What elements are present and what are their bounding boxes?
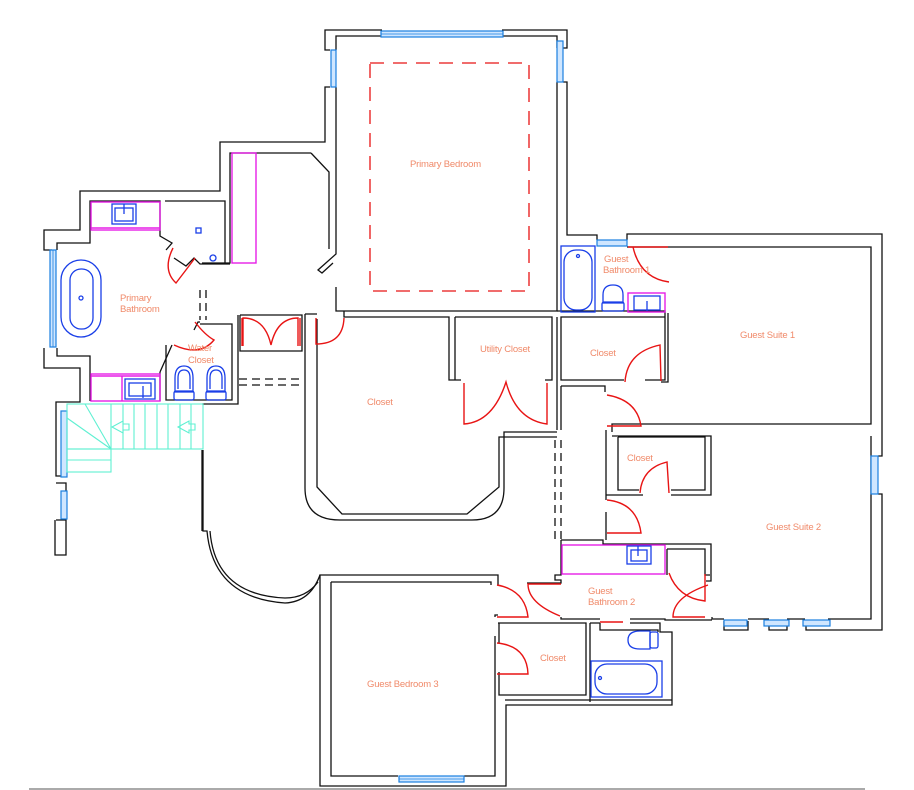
wall-guest-suite1-outer (626, 233, 883, 430)
stair-outline (66, 403, 204, 450)
label-guest-suite-1: Guest Suite 1 (740, 330, 795, 341)
wall-guest-suite2-right (723, 430, 883, 631)
vanity-hall-panel (231, 152, 257, 264)
door-main-closet (315, 317, 345, 345)
primary-bath-walls (43, 200, 233, 556)
shower-drain (195, 227, 202, 234)
window-guest-suite2-right (870, 455, 879, 495)
wall-guest-bath2-inner (666, 548, 710, 576)
label-guest-bathroom-2b: Bathroom 2 (588, 597, 635, 608)
wall-guest-suite2-inner (711, 436, 872, 620)
door-closet2 (639, 461, 670, 494)
windows (49, 30, 879, 783)
window-primary-bedroom-right (556, 40, 564, 83)
dash-opening-bath (199, 290, 207, 320)
door-guest-bath2-left (668, 572, 706, 602)
wall-guest-bath1 (557, 310, 669, 383)
door-utility-closet (463, 379, 548, 425)
bathtub-guest-bath1 (560, 245, 596, 313)
wall-primary-bath-outer (43, 348, 81, 404)
walls (43, 29, 883, 787)
door-water-closet (173, 321, 216, 351)
wall-guest-bedroom3-inner (330, 581, 498, 777)
window-guest-bath1 (596, 239, 628, 247)
bathtub-guest-bath2 (590, 660, 663, 698)
wall-top-right-outer (502, 29, 598, 240)
fixtures (60, 203, 663, 698)
door-guest-bath2-west (527, 583, 561, 617)
wall-main-closet-top (305, 311, 553, 381)
wall-closet1 (556, 317, 606, 430)
wall-top-right-inner (335, 35, 558, 312)
vanity-primary-top (90, 201, 161, 231)
label-water-closet-1: Water (188, 343, 212, 354)
window-stair-2 (60, 490, 68, 520)
central-walls (199, 152, 562, 604)
wall-closet3 (498, 622, 659, 702)
toilet-wc-2 (205, 365, 227, 401)
window-stair-1 (60, 410, 68, 478)
room-labels: Primary Bedroom Primary Bathroom Water C… (120, 159, 821, 690)
toilet-wc-1 (173, 365, 195, 401)
label-guest-bathroom-1a: Guest (604, 254, 629, 265)
door-closet1 (624, 344, 662, 383)
door-hall-double (241, 317, 301, 346)
wall-main-closet-inner (316, 319, 557, 515)
stair-arrow-1 (110, 420, 130, 434)
door-guest-suite1 (606, 394, 642, 427)
label-guest-bedroom-3: Guest Bedroom 3 (367, 679, 438, 690)
sink-guest-bath2 (626, 545, 652, 565)
dash-opening-hall (239, 378, 302, 386)
doors (167, 246, 709, 675)
wall-shower (165, 200, 226, 263)
primary-bed-outline (369, 62, 530, 292)
label-guest-suite-2: Guest Suite 2 (766, 522, 821, 533)
door-shower (167, 247, 196, 285)
wall-guest-bath2 (527, 512, 712, 584)
window-guest-suite2-bottom-3 (802, 619, 831, 627)
label-guest-bathroom-2a: Guest (588, 586, 613, 597)
window-guest-suite2-bottom-1 (723, 619, 748, 627)
wall-upper-hall (202, 152, 330, 264)
wall-curve-outer (202, 450, 321, 604)
wall-main-closet-outer (304, 314, 557, 521)
vanity-guest-bath1 (627, 292, 666, 313)
shower-valve (209, 254, 217, 262)
window-primary-bedroom-left (330, 49, 337, 88)
label-closet-bedroom3: Closet (540, 653, 566, 664)
label-primary-bedroom: Primary Bedroom (410, 159, 481, 170)
wall-curve-inner (209, 530, 319, 599)
wall-hall-partition (202, 314, 303, 405)
sink-primary-bottom (124, 378, 156, 400)
dash-opening-east (554, 440, 562, 540)
wall-guest-bath2-bottom (319, 574, 712, 787)
vanities (90, 152, 666, 575)
staircase (66, 403, 204, 473)
toilet-guest-bath2 (627, 630, 659, 650)
wall-suite2-partition (605, 430, 712, 500)
door-guest-bedroom3 (496, 584, 529, 618)
bathtub-primary (60, 259, 102, 338)
stair-arrow-2 (176, 420, 196, 434)
label-closet-suite2: Closet (627, 453, 653, 464)
vanity-guest-bath2 (561, 544, 666, 575)
label-water-closet-2: Closet (188, 355, 214, 366)
door-closet3 (496, 642, 529, 675)
label-guest-bathroom-1b: Bathroom 1 (603, 265, 650, 276)
label-primary-bathroom-1: Primary (120, 293, 152, 304)
label-utility-closet: Utility Closet (480, 344, 531, 355)
door-guest-bath2-right (672, 584, 709, 618)
window-guest-suite2-bottom-2 (763, 619, 790, 627)
wall-primary-bedroom-inner (316, 35, 382, 274)
label-closet-suite1: Closet (590, 348, 616, 359)
wall-primary-bedroom-outer (43, 29, 382, 251)
vanity-primary-bottom (90, 373, 161, 402)
door-guest-suite2 (606, 499, 642, 534)
label-primary-bathroom-2: Bathroom (120, 304, 160, 315)
door-guest-bath1 (628, 246, 670, 283)
wall-closet2-inner (617, 436, 706, 491)
toilet-guest-bath1 (601, 284, 625, 312)
label-closet-main: Closet (367, 397, 393, 408)
